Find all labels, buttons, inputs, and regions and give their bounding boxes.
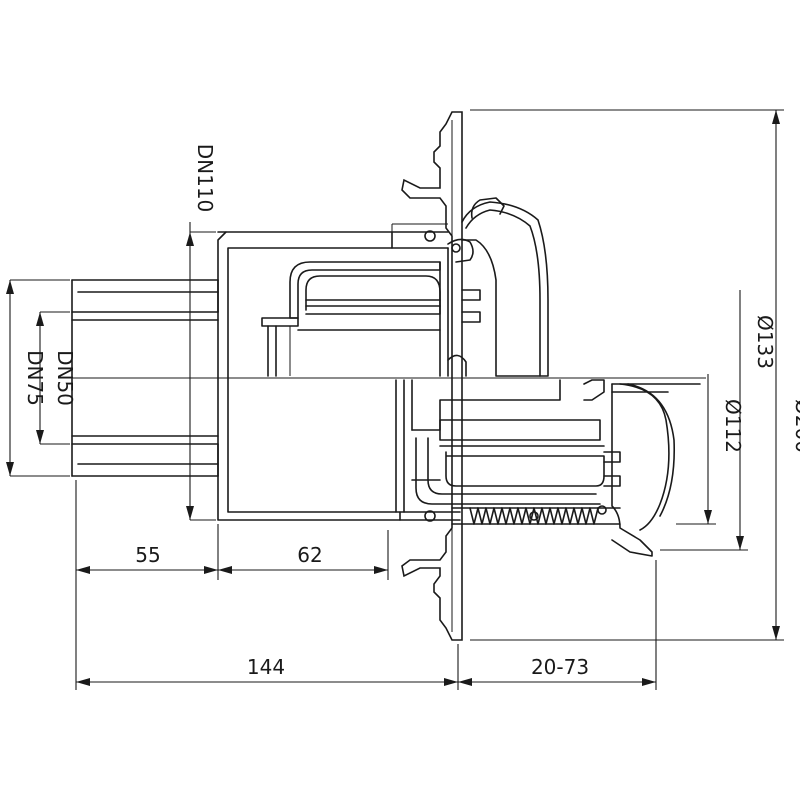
label-20-73: 20-73	[531, 655, 589, 679]
label-55: 55	[135, 543, 160, 567]
label-dn75: DN75	[23, 350, 47, 406]
label-dn50: DN50	[53, 350, 77, 406]
label-d200: Ø200	[791, 399, 800, 453]
label-62: 62	[297, 543, 322, 567]
threaded-riser	[424, 505, 621, 525]
grating-lower	[583, 379, 701, 557]
lower-trap	[395, 379, 605, 513]
label-d112: Ø112	[721, 399, 745, 453]
label-144: 144	[247, 655, 285, 679]
label-d133: Ø133	[753, 315, 777, 369]
wall-flange	[401, 111, 463, 641]
upper-trap	[261, 247, 449, 377]
drain-body	[217, 223, 461, 521]
grating-upper	[424, 197, 549, 377]
label-dn110: DN110	[193, 144, 217, 213]
dimensions	[6, 109, 784, 690]
